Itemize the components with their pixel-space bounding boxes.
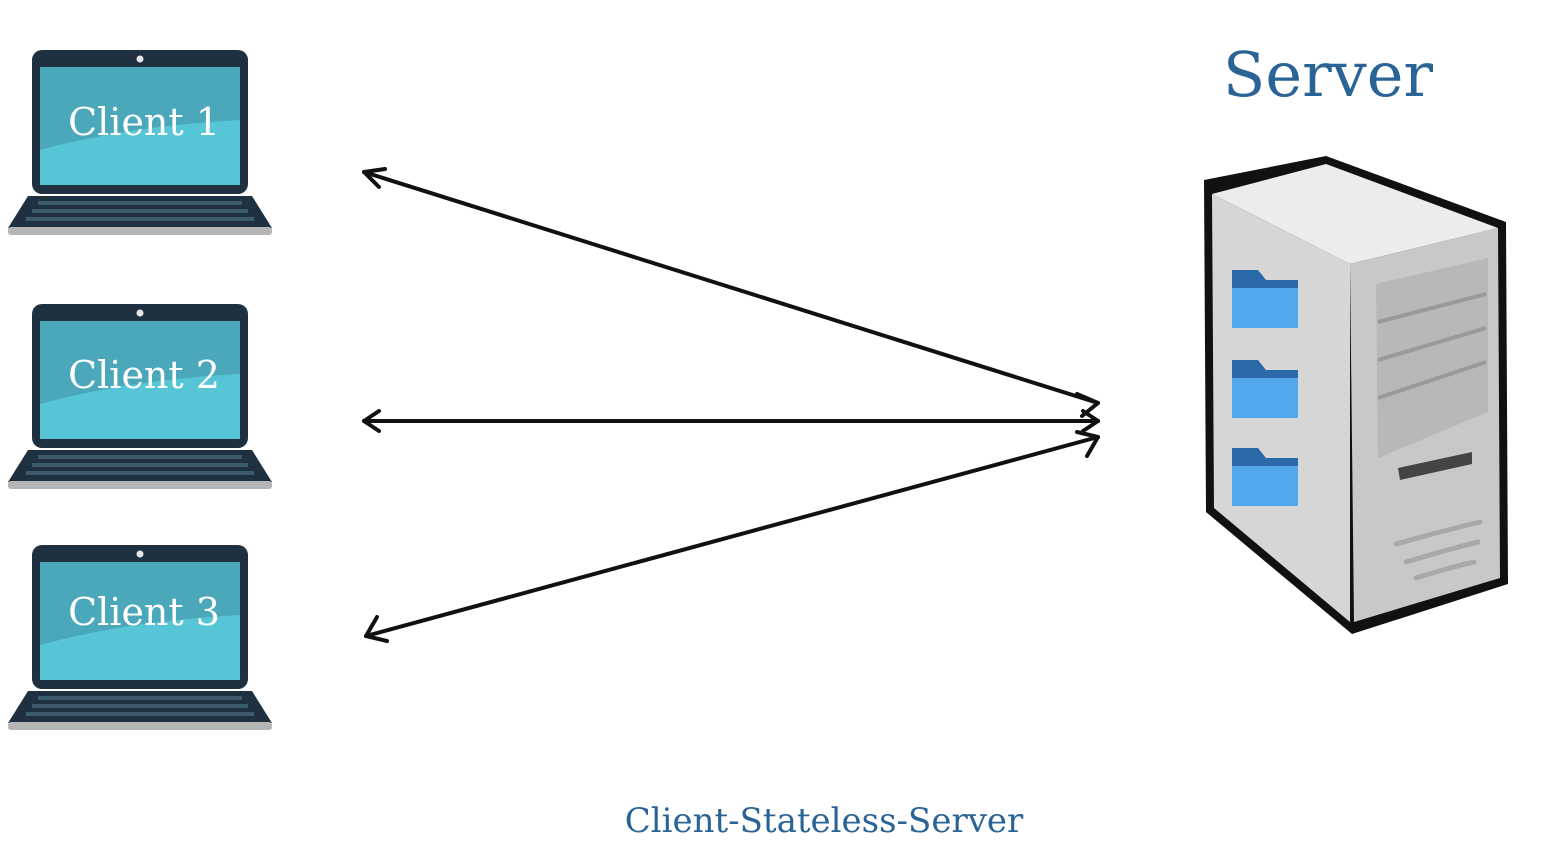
client-laptop-1: Client 1 — [8, 48, 272, 238]
folder-icon — [1232, 270, 1298, 328]
folder-icon — [1232, 360, 1298, 418]
client-label: Client 1 — [68, 100, 220, 144]
laptop-icon — [8, 304, 272, 489]
arrow-client-3 — [364, 430, 1100, 643]
arrow-client-1 — [362, 167, 1100, 418]
client-laptop-2: Client 2 — [8, 302, 272, 492]
client-laptop-3: Client 3 — [8, 543, 272, 733]
laptop-icon — [8, 50, 272, 235]
laptop-icon — [8, 545, 272, 730]
arrow-client-2 — [362, 409, 1100, 433]
folder-icon — [1232, 448, 1298, 506]
client-label: Client 2 — [68, 353, 220, 397]
server-tower-icon — [1204, 156, 1508, 634]
client-label: Client 3 — [68, 590, 220, 634]
server-title: Server — [1222, 38, 1434, 111]
diagram-caption: Client-Stateless-Server — [624, 801, 1024, 841]
